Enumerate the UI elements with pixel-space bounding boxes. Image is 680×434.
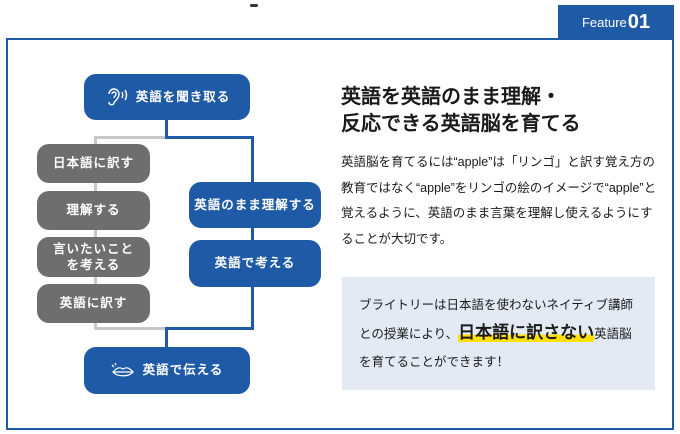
gray-connector (94, 327, 166, 330)
blue-connector (165, 327, 168, 349)
blue-step: 英語のまま理解する (189, 182, 321, 228)
gray-connector (94, 136, 97, 330)
blue-connector (165, 327, 254, 330)
panel-highlight: 日本語に訳さない (458, 323, 595, 342)
blue-connector (251, 136, 254, 330)
decorative-mark (250, 4, 258, 7)
lips-icon (111, 362, 135, 379)
panel-text-end: 英語脳を育てることができます！ (359, 327, 632, 369)
feature-tab: Feature 01 (558, 5, 674, 39)
flow-start-label: 英語を聞き取る (135, 89, 231, 104)
flow-end-label: 英語で伝える (142, 363, 224, 378)
flow-start: 英語を聞き取る (84, 74, 250, 120)
blue-step: 英語で考える (189, 240, 321, 287)
gray-step: 理解する (37, 191, 150, 230)
gray-step: 英語に訳す (37, 284, 150, 323)
feature-heading: 英語を英語のまま理解・ 反応できる英語脳を育てる (341, 84, 581, 138)
feature-number: 01 (627, 10, 651, 33)
flow-end: 英語で伝える (84, 347, 250, 394)
gray-step: 言いたいことを考える (37, 237, 150, 277)
feature-description: 英語脳を育てるには“apple”は「リンゴ」と訳す覚え方の教育ではなく“appl… (341, 155, 657, 246)
blue-connector (165, 118, 168, 139)
panel-text: ブライトリーは日本語を使わないネイティブ講師との授業により、 (359, 298, 634, 341)
ear-icon (104, 86, 128, 108)
heading-line-2: 反応できる英語脳を育てる (341, 113, 581, 135)
heading-line-1: 英語を英語のまま理解・ (341, 86, 561, 108)
feature-card (6, 38, 674, 430)
highlight-panel: ブライトリーは日本語を使わないネイティブ講師との授業により、日本語に訳さない英語… (342, 277, 655, 390)
feature-word: Feature (581, 14, 627, 30)
blue-connector (165, 136, 254, 139)
gray-connector (94, 136, 166, 139)
gray-step: 日本語に訳す (37, 144, 150, 183)
